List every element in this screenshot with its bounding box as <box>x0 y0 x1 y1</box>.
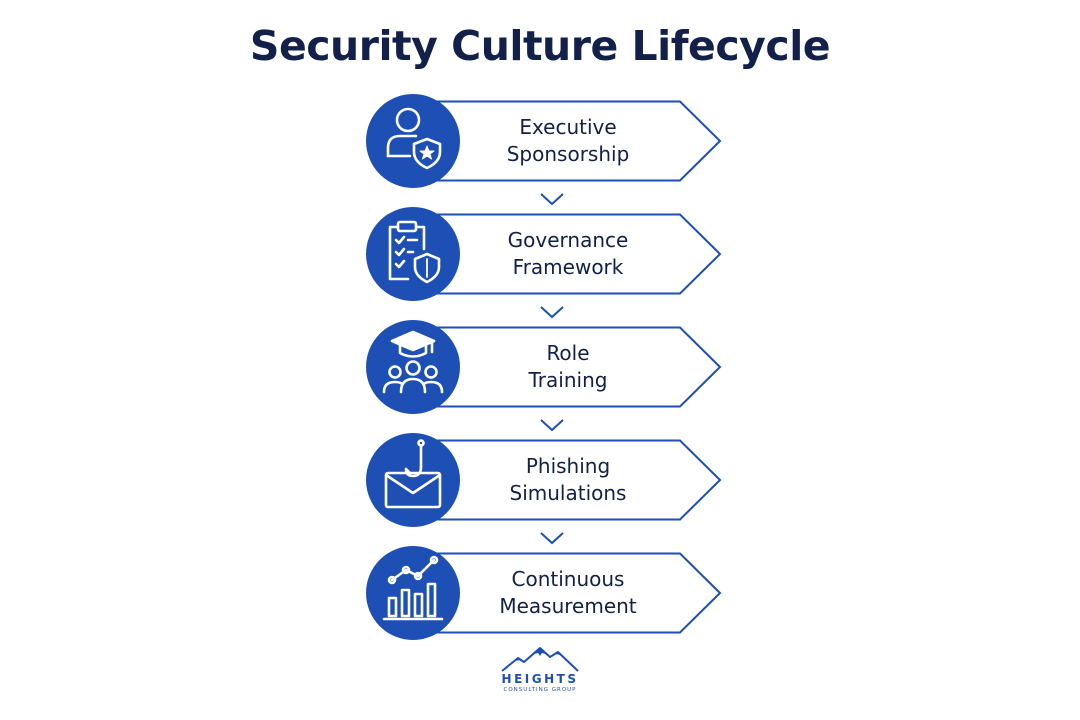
mountain-logo-icon <box>501 647 579 672</box>
step-role-training: Role Training <box>366 320 722 414</box>
step-banner <box>426 100 722 182</box>
chevron-down-icon <box>540 532 564 545</box>
page-title: Security Culture Lifecycle <box>249 22 831 70</box>
bar-chart-trend-icon <box>366 546 460 640</box>
step-label-line1: Executive <box>519 115 617 139</box>
chevron-down-icon <box>540 419 564 432</box>
step-phishing-simulations: Phishing Simulations <box>366 433 722 527</box>
step-banner <box>426 552 722 634</box>
step-label: Governance Framework <box>470 213 666 295</box>
step-label-line2: Sponsorship <box>506 142 630 166</box>
chevron-down-icon <box>540 306 564 319</box>
company-logo: HEIGHTS CONSULTING GROUP <box>490 646 590 696</box>
logo-tagline: CONSULTING GROUP <box>503 687 577 693</box>
step-banner <box>426 213 722 295</box>
step-label-line1: Governance <box>507 228 629 252</box>
step-label-line2: Framework <box>512 255 624 279</box>
step-executive-sponsorship: Executive Sponsorship <box>366 94 722 188</box>
step-label-line2: Training <box>528 368 608 392</box>
logo-wordmark: HEIGHTS <box>501 672 579 686</box>
step-governance-framework: Governance Framework <box>366 207 722 301</box>
hook-envelope-icon <box>366 433 460 527</box>
step-label: Phishing Simulations <box>470 439 666 521</box>
step-banner <box>426 439 722 521</box>
graduation-group-icon <box>366 320 460 414</box>
user-shield-icon <box>366 94 460 188</box>
clipboard-shield-icon <box>366 207 460 301</box>
step-label: Role Training <box>470 326 666 408</box>
step-label-line1: Role <box>546 341 590 365</box>
step-label-line1: Phishing <box>525 454 611 478</box>
step-label: Executive Sponsorship <box>470 100 666 182</box>
step-label: Continuous Measurement <box>470 552 666 634</box>
step-label-line2: Simulations <box>509 481 627 505</box>
step-continuous-measurement: Continuous Measurement <box>366 546 722 640</box>
chevron-down-icon <box>540 193 564 206</box>
step-banner <box>426 326 722 408</box>
step-label-line1: Continuous <box>511 567 625 591</box>
step-label-line2: Measurement <box>499 594 637 618</box>
